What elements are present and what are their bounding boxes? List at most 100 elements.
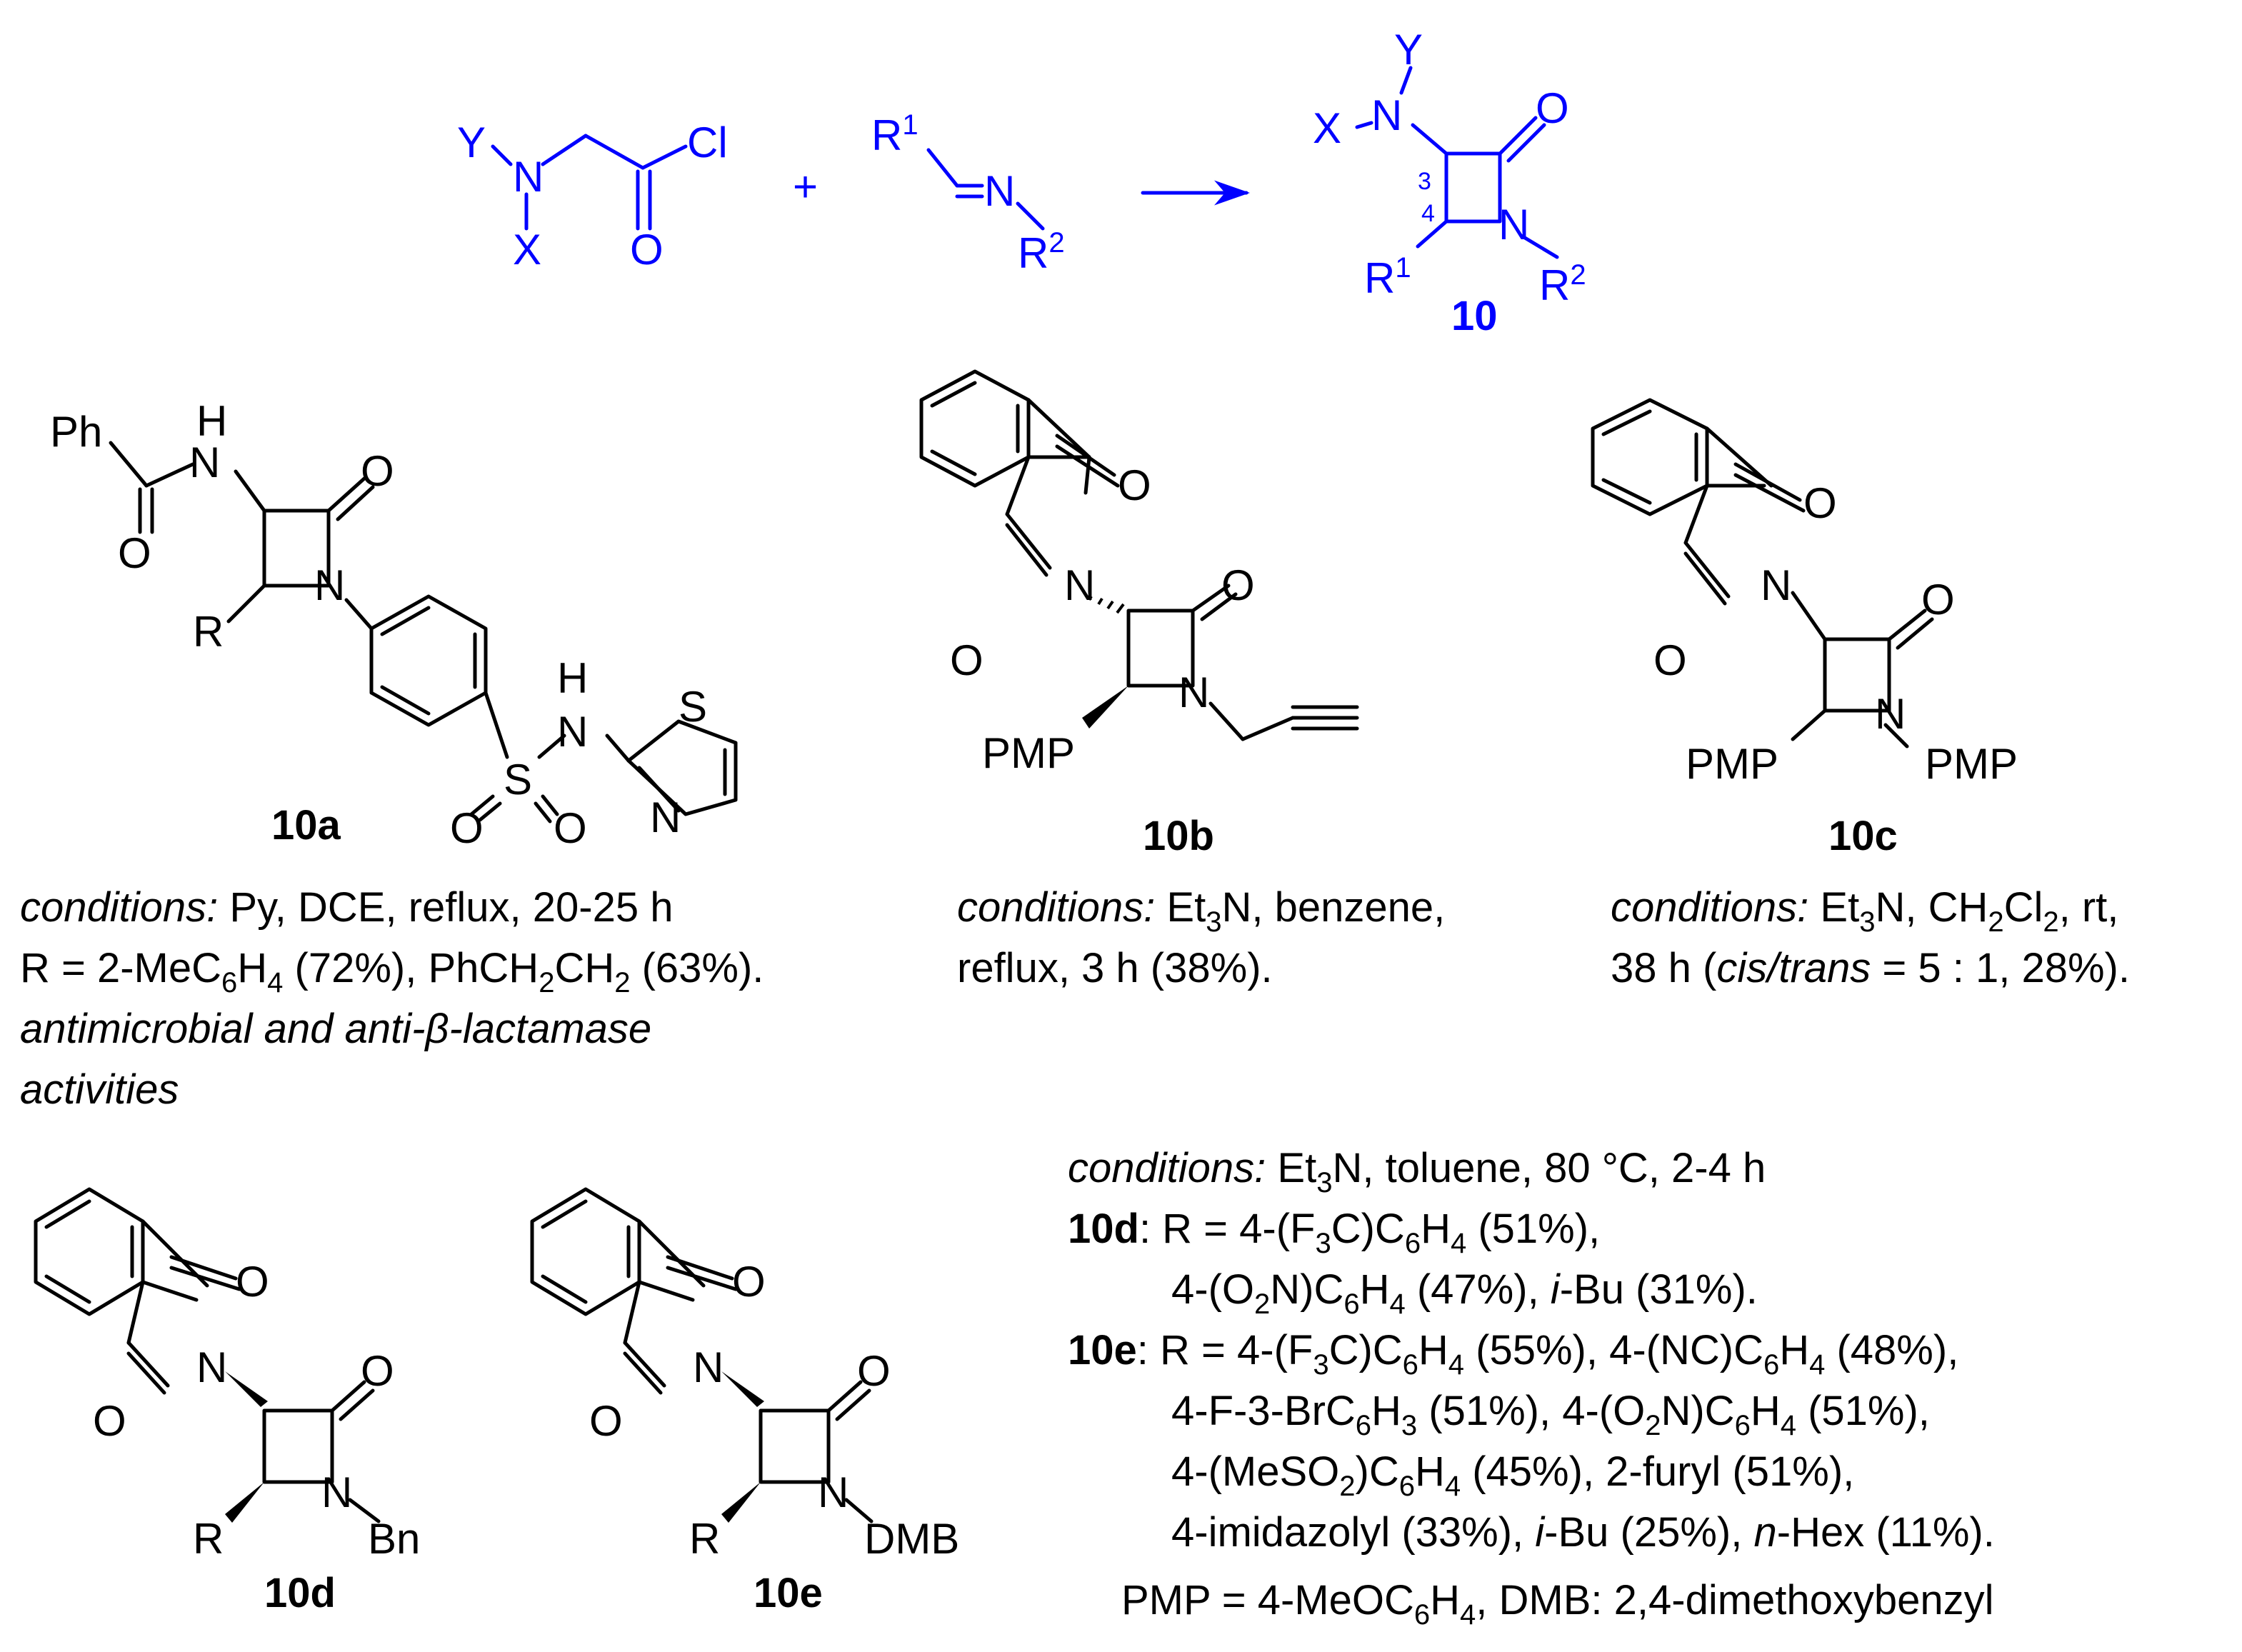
atom-DMB: DMB bbox=[864, 1515, 959, 1563]
yields-text: R = 2-MeC6H4 (72%), PhCH2CH2 (63%). bbox=[20, 945, 764, 998]
atom-O: O bbox=[1653, 636, 1687, 684]
atom-N: N bbox=[189, 439, 220, 486]
conditions-text: conditions: Py, DCE, reflux, 20-25 h bbox=[20, 884, 673, 931]
atom-N: N bbox=[1875, 690, 1906, 738]
conditions-text: conditions: Et3N, CH2Cl2, rt, bbox=[1611, 884, 2118, 938]
compound-10a: Ph H N O O N R S H N S N O O 10a bbox=[50, 397, 738, 852]
wedge-bond bbox=[225, 1371, 268, 1407]
abbreviations-footnote: PMP = 4-MeOC6H4, DMB: 2,4-dimethoxybenzy… bbox=[1121, 1577, 1994, 1631]
atom-N: N bbox=[196, 1343, 227, 1391]
wedge-bond bbox=[721, 1482, 761, 1523]
atom-O: O bbox=[630, 226, 664, 274]
atom-O: O bbox=[361, 447, 394, 495]
position-4-label: 4 bbox=[1421, 200, 1435, 227]
compound-label-10a: 10a bbox=[271, 802, 341, 848]
atom-R: R bbox=[689, 1515, 720, 1563]
atom-O: O bbox=[361, 1347, 394, 1395]
compound-10c: O N O O N PMP PMP 10c bbox=[1591, 398, 2018, 859]
compound-label-10e: 10e bbox=[754, 1570, 823, 1616]
atom-Y: Y bbox=[457, 119, 486, 166]
atom-N: N bbox=[557, 708, 588, 756]
yields-10e-line4: 4-imidazolyl (33%), i-Bu (25%), n-Hex (1… bbox=[1171, 1509, 1995, 1556]
yields-10e-line2: 4-F-3-BrC6H3 (51%), 4-(O2N)C6H4 (51%), bbox=[1171, 1388, 1930, 1441]
position-3-label: 3 bbox=[1418, 168, 1431, 195]
atom-O: O bbox=[589, 1397, 623, 1445]
atom-Cl: Cl bbox=[687, 119, 728, 166]
atom-R: R1 bbox=[871, 109, 919, 159]
atom-O: O bbox=[1803, 479, 1837, 527]
atom-X: X bbox=[513, 226, 541, 274]
atom-N: N bbox=[321, 1468, 352, 1516]
yields-10e-line3: 4-(MeSO2)C6H4 (45%), 2-furyl (51%), bbox=[1171, 1448, 1854, 1502]
atom-Bn: Bn bbox=[368, 1515, 420, 1563]
atom-N: N bbox=[1178, 669, 1209, 716]
activity-text-line2: activities bbox=[20, 1066, 179, 1113]
plus-sign: + bbox=[793, 163, 818, 211]
reagent-acid-chloride: Y N X O Cl bbox=[457, 119, 728, 274]
yields-10e-line1: 10e: R = 4-(F3C)C6H4 (55%), 4-(NC)C6H4 (… bbox=[1068, 1327, 1958, 1381]
conditions-text: conditions: Et3N, toluene, 80 °C, 2-4 h bbox=[1068, 1145, 1766, 1198]
atom-N: N bbox=[1498, 201, 1529, 249]
atom-H: H bbox=[196, 397, 227, 445]
product-beta-lactam: Y X N O N R1 R2 3 4 10 bbox=[1313, 26, 1586, 339]
atom-O: O bbox=[450, 804, 484, 852]
atom-S: S bbox=[504, 756, 532, 804]
atom-N: N bbox=[1064, 561, 1095, 609]
yields-10d-line2: 4-(O2N)C6H4 (47%), i-Bu (31%). bbox=[1171, 1266, 1758, 1320]
atom-N: N bbox=[1371, 91, 1402, 139]
atom-PMP: PMP bbox=[1686, 740, 1778, 788]
atom-H: H bbox=[557, 654, 588, 702]
atom-O: O bbox=[732, 1258, 766, 1306]
compound-10d: O N O O N R Bn 10d bbox=[34, 1187, 420, 1616]
atom-N: N bbox=[314, 561, 345, 609]
atom-O: O bbox=[1921, 576, 1955, 624]
compound-label-10c: 10c bbox=[1828, 813, 1898, 859]
atom-O: O bbox=[554, 804, 587, 852]
atom-R: R bbox=[193, 1515, 224, 1563]
atom-N: N bbox=[818, 1468, 849, 1516]
atom-R: R bbox=[193, 608, 224, 656]
atom-Ph: Ph bbox=[50, 408, 102, 456]
compound-10b: O N O O N PMP 10b bbox=[919, 369, 1359, 859]
atom-N: N bbox=[513, 153, 544, 201]
conditions-10a: conditions: Py, DCE, reflux, 20-25 h R =… bbox=[20, 884, 764, 1113]
atom-O: O bbox=[93, 1397, 126, 1445]
compound-label-10b: 10b bbox=[1143, 813, 1214, 859]
general-reaction-scheme: Y N X O Cl + R1 N R2 bbox=[457, 26, 1586, 339]
atom-R: R2 bbox=[1018, 227, 1065, 277]
atom-O: O bbox=[1221, 561, 1255, 609]
atom-PMP: PMP bbox=[1925, 740, 2018, 788]
conditions-10c: conditions: Et3N, CH2Cl2, rt, 38 h (cis/… bbox=[1611, 884, 2130, 991]
wedge-bond bbox=[225, 1482, 264, 1523]
atom-O: O bbox=[1536, 84, 1569, 132]
compound-label-10: 10 bbox=[1451, 293, 1498, 339]
activity-text: antimicrobial and anti-β-lactamase bbox=[20, 1006, 651, 1052]
conditions-text-line2: reflux, 3 h (38%). bbox=[957, 945, 1273, 991]
atom-Y: Y bbox=[1394, 26, 1423, 74]
atom-O: O bbox=[236, 1258, 269, 1306]
atom-S: S bbox=[679, 683, 707, 731]
compound-10e: O N O O N R DMB 10e bbox=[530, 1187, 959, 1616]
conditions-text-line2: 38 h (cis/trans = 5 : 1, 28%). bbox=[1611, 945, 2130, 991]
atom-N: N bbox=[984, 167, 1015, 215]
atom-N: N bbox=[650, 794, 681, 841]
yields-10d-line1: 10d: R = 4-(F3C)C6H4 (51%), bbox=[1068, 1206, 1600, 1259]
wedge-bond bbox=[1082, 686, 1128, 729]
conditions-10b: conditions: Et3N, benzene, reflux, 3 h (… bbox=[957, 884, 1445, 991]
atom-X: X bbox=[1313, 104, 1341, 152]
atom-R: R1 bbox=[1364, 252, 1411, 302]
atom-O: O bbox=[1118, 461, 1151, 509]
conditions-10d-10e: conditions: Et3N, toluene, 80 °C, 2-4 h … bbox=[1068, 1145, 1995, 1631]
atom-N: N bbox=[1761, 561, 1791, 609]
hashed-bond bbox=[1088, 595, 1125, 614]
atom-PMP: PMP bbox=[982, 729, 1075, 777]
atom-N: N bbox=[693, 1343, 724, 1391]
conditions-text: conditions: Et3N, benzene, bbox=[957, 884, 1445, 938]
wedge-bond bbox=[721, 1371, 764, 1407]
atom-O: O bbox=[950, 636, 984, 684]
atom-R: R2 bbox=[1539, 259, 1586, 309]
atom-O: O bbox=[118, 529, 151, 577]
atom-O: O bbox=[857, 1347, 891, 1395]
compound-label-10d: 10d bbox=[264, 1570, 336, 1616]
